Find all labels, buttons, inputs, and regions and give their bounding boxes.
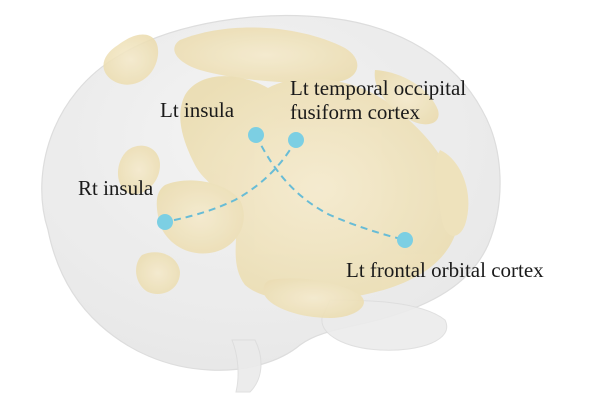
label-lt-temporal-line-1: Lt temporal occipital	[290, 76, 466, 100]
node-lt-temporal	[288, 132, 304, 148]
node-rt-insula	[157, 214, 173, 230]
label-lt-temporal-occipital-fusiform-cortex: Lt temporal occipital fusiform cortex	[290, 76, 466, 124]
label-lt-insula: Lt insula	[160, 98, 234, 122]
node-lt-frontal	[397, 232, 413, 248]
label-lt-temporal-line-2: fusiform cortex	[290, 100, 420, 124]
label-lt-frontal-orbital-cortex: Lt frontal orbital cortex	[346, 258, 544, 282]
node-lt-insula	[248, 127, 264, 143]
label-rt-insula: Rt insula	[78, 176, 153, 200]
